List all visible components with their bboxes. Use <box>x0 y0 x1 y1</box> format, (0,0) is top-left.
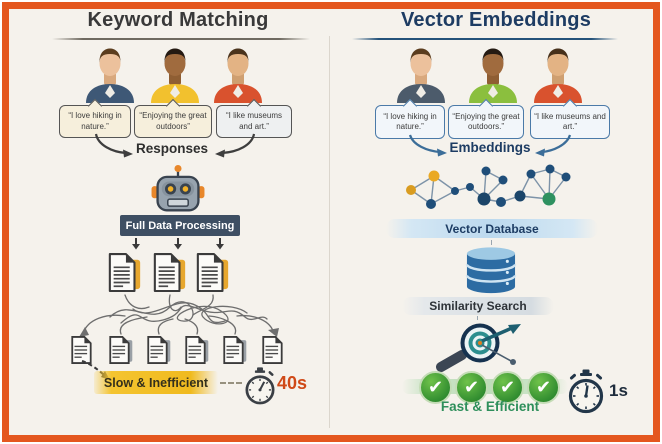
fast-time-value: 1s <box>609 381 628 400</box>
responses-arrows-icon <box>94 133 256 158</box>
document-folder-icon <box>153 253 186 293</box>
embedding-graph-icon <box>406 164 571 209</box>
slow-inefficient-banner: Slow & Inefficient <box>94 371 218 394</box>
person-slate-shirt-icon <box>397 48 445 103</box>
speech-bubble: “I love hiking in nature.” <box>59 105 131 138</box>
checkmark-icon: ✔ <box>491 371 524 404</box>
document-icon <box>262 336 283 364</box>
stopwatch-icon <box>245 367 275 405</box>
speech-bubble: “Enjoying the great outdoors.” <box>448 105 524 139</box>
document-icon <box>147 336 171 364</box>
document-folder-icon <box>196 253 229 293</box>
dash-connector <box>220 382 242 384</box>
person-green-shirt-icon <box>469 48 517 103</box>
robot-icon <box>151 164 205 212</box>
embeddings-arrows-icon <box>408 134 572 157</box>
document-icon <box>185 336 209 364</box>
document-icon <box>109 336 133 364</box>
document-folder-icon <box>108 253 141 293</box>
speech-bubble: “I love hiking in nature.” <box>375 105 445 139</box>
responses-label: Responses <box>135 141 209 156</box>
speech-bubble: “I like museums and art.” <box>530 105 610 139</box>
vector-embeddings-title: Vector Embeddings <box>400 9 592 31</box>
connector-line <box>491 240 492 245</box>
column-divider <box>329 36 330 428</box>
down-arrows-icon <box>132 238 224 250</box>
similarity-search-magnifier-icon <box>436 323 521 372</box>
right-title-underline <box>352 38 618 40</box>
checkmark-icon: ✔ <box>527 371 560 404</box>
fast-efficient-label: Fast & Efficient <box>440 399 540 414</box>
document-icon <box>223 336 247 364</box>
full-data-processing-box: Full Data Processing <box>120 215 240 236</box>
person-blue-shirt-icon <box>86 48 134 103</box>
tangled-lines-icon <box>79 294 279 337</box>
left-title-underline <box>52 38 310 40</box>
embeddings-label: Embeddings <box>449 140 531 155</box>
vector-database-banner: Vector Database <box>386 219 598 238</box>
person-red-shirt-icon <box>534 48 582 103</box>
checkmark-icon: ✔ <box>455 371 488 404</box>
connector-line <box>477 316 478 320</box>
similarity-search-banner: Similarity Search <box>402 297 554 315</box>
database-icon <box>465 247 517 294</box>
person-yellow-shirt-icon <box>151 48 199 103</box>
person-red-shirt-icon <box>214 48 262 103</box>
checkmark-icon: ✔ <box>419 371 452 404</box>
speech-bubble: “Enjoying the great outdoors” <box>134 105 212 138</box>
stopwatch-icon <box>568 369 604 414</box>
slow-time-value: 40s <box>277 373 308 393</box>
document-icon <box>71 336 92 364</box>
keyword-matching-title: Keyword Matching <box>87 9 269 31</box>
